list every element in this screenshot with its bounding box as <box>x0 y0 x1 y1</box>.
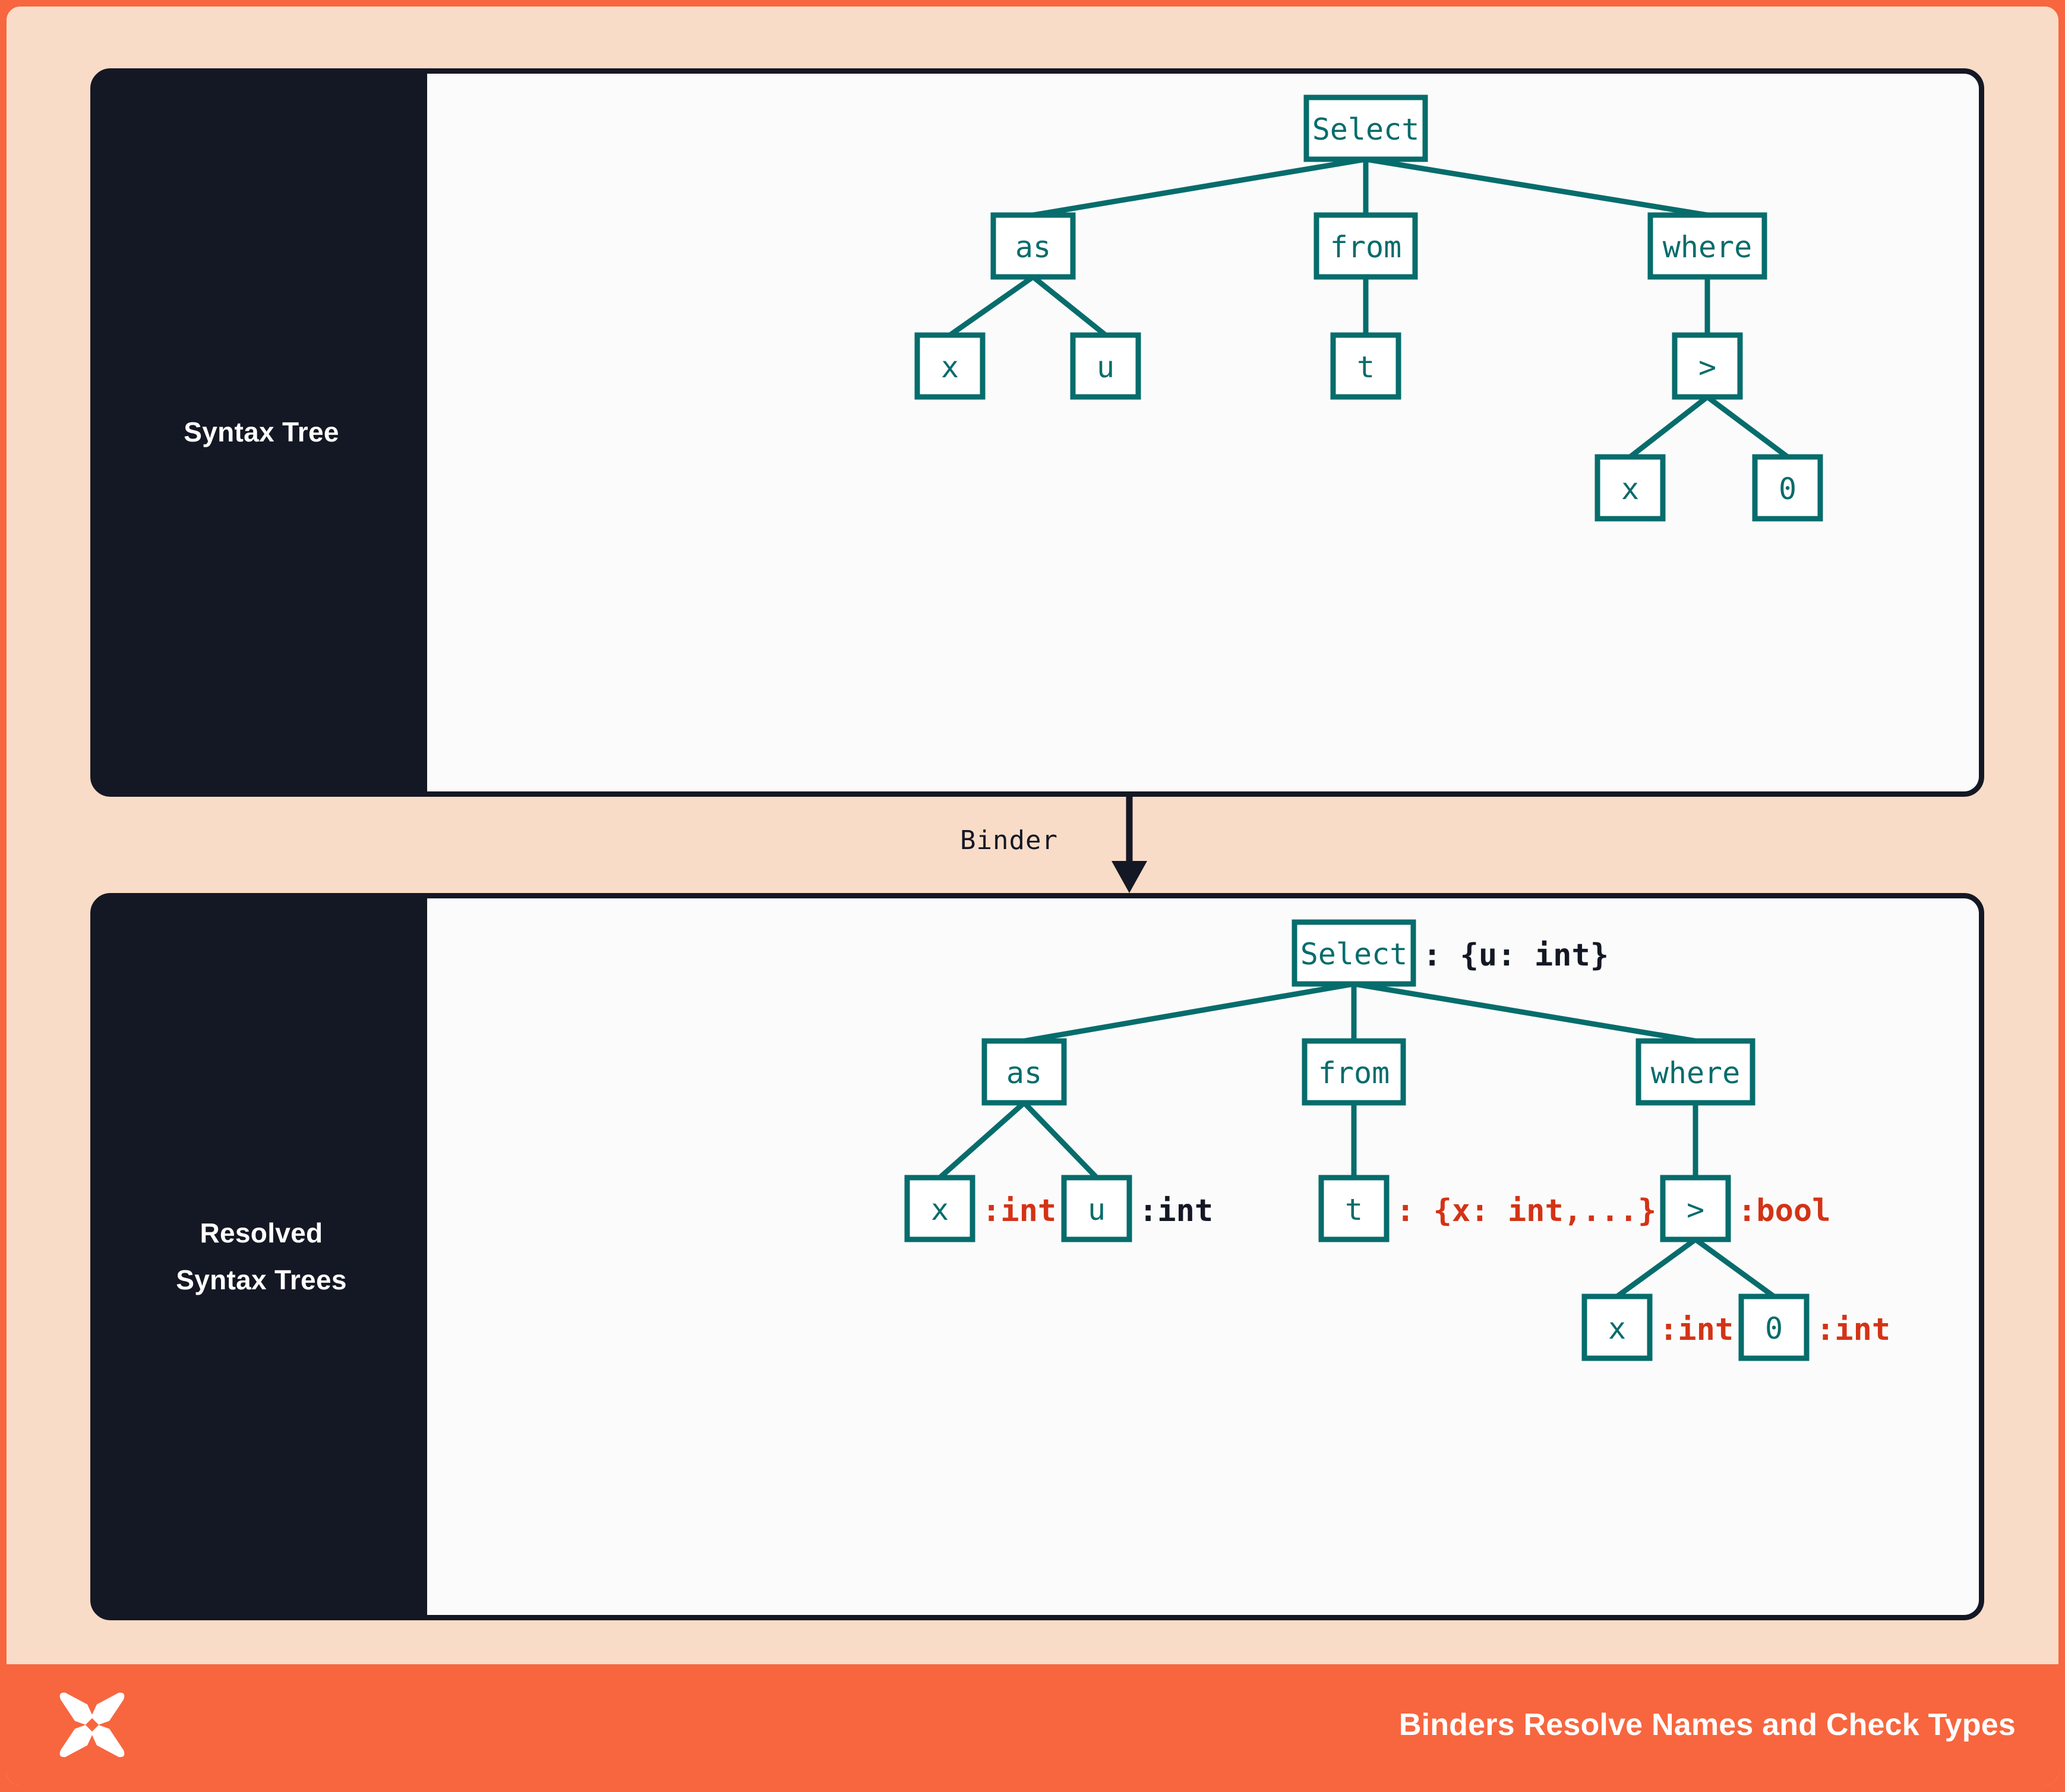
tree-node-x2[interactable]: x <box>1594 454 1666 522</box>
tree-edge-select-where <box>1365 156 1708 218</box>
tree-node-box-where <box>1647 212 1767 280</box>
panel-resolved-label-line-2: Syntax Trees <box>176 1264 347 1295</box>
footer-bar: Binders Resolve Names and Check Types <box>7 1664 2058 1785</box>
tree-node-where[interactable]: where <box>1635 1038 1755 1106</box>
tree-node-select[interactable]: Select : {u: int} <box>1292 919 1609 987</box>
tree-node-zero1[interactable]: 0 :int <box>1738 1293 1890 1361</box>
tree-node-as[interactable]: as <box>990 212 1076 280</box>
tree-node-label-select: Select <box>1300 937 1408 971</box>
tree-node-where[interactable]: where <box>1647 212 1767 280</box>
syntax-tree-canvas: Select as from where x u t > x 0 <box>427 74 1979 791</box>
tree-node-label-x2: x <box>1621 472 1639 506</box>
tree-node-annotation-zero1: :int <box>1816 1312 1890 1348</box>
tree-node-annotation-gt1: :bool <box>1738 1193 1831 1229</box>
tree-node-box-x1 <box>904 1175 975 1242</box>
tree-edge-gt1-x2 <box>1628 395 1709 459</box>
binder-transition: Binder <box>868 797 1284 893</box>
tree-node-annotation-x2: :int <box>1659 1312 1734 1348</box>
tree-node-gt1[interactable]: > <box>1672 332 1743 400</box>
tree-node-label-x1: x <box>931 1192 949 1227</box>
resolved-syntax-tree-canvas: Select : {u: int} as from where x :int u :int t : … <box>427 898 1979 1615</box>
tree-node-x1[interactable]: x <box>914 332 986 400</box>
tree-node-t1[interactable]: t : {x: int,...} <box>1318 1175 1656 1242</box>
tree-node-zero1[interactable]: 0 <box>1752 454 1823 522</box>
tree-node-as[interactable]: as <box>981 1038 1067 1106</box>
tree-edge-as-u1 <box>1031 275 1107 337</box>
butterfly-x-logo-icon <box>59 1692 125 1758</box>
tree-node-box-u1 <box>1070 332 1141 400</box>
panel-syntax-tree: Syntax Tree Select as from where x u t > x 0 <box>90 68 1984 797</box>
tree-node-label-from: from <box>1318 1056 1390 1090</box>
tree-node-gt1[interactable]: > :bool <box>1660 1175 1831 1242</box>
tree-node-label-where: where <box>1651 1056 1741 1090</box>
resolved-syntax-tree-graphic: Select : {u: int} as from where x :int u :int t : … <box>904 919 1890 1361</box>
tree-node-label-from: from <box>1330 230 1401 264</box>
tree-node-box-where <box>1635 1038 1755 1106</box>
tree-node-select[interactable]: Select <box>1303 94 1428 162</box>
tree-node-x1[interactable]: x :int <box>904 1175 1056 1242</box>
tree-edge-gt1-zero1 <box>1694 1237 1776 1299</box>
tree-node-box-x1 <box>914 332 986 400</box>
tree-node-label-zero1: 0 <box>1765 1311 1783 1346</box>
tree-node-box-t1 <box>1330 332 1401 400</box>
tree-node-box-from <box>1302 1038 1406 1106</box>
tree-node-label-u1: u <box>1097 350 1114 384</box>
panel-resolved-syntax-trees: Resolved Syntax Trees Select : {u: int} as… <box>90 893 1984 1620</box>
tree-node-label-u1: u <box>1088 1192 1106 1227</box>
tree-node-from[interactable]: from <box>1313 212 1418 280</box>
tree-node-box-x2 <box>1594 454 1666 522</box>
tree-node-box-as <box>981 1038 1067 1106</box>
tree-node-x2[interactable]: x :int <box>1581 1293 1734 1361</box>
binder-arrow-icon <box>1112 797 1147 893</box>
tree-node-box-gt1 <box>1660 1175 1731 1242</box>
tree-node-label-where: where <box>1663 230 1753 264</box>
tree-node-label-gt1: > <box>1687 1192 1704 1227</box>
tree-node-annotation-select: : {u: int} <box>1423 938 1609 973</box>
panel-resolved-label-line-1: Resolved <box>200 1217 323 1248</box>
tree-edge-gt1-x2 <box>1615 1237 1697 1299</box>
tree-node-box-from <box>1313 212 1418 280</box>
panel-syntax-tree-label: Syntax Tree <box>96 74 427 791</box>
tree-edge-select-where <box>1353 981 1696 1044</box>
tree-edge-as-x1 <box>948 275 1035 337</box>
tree-node-annotation-x1: :int <box>982 1193 1056 1229</box>
tree-node-box-gt1 <box>1672 332 1743 400</box>
panel-syntax-tree-label-text: Syntax Tree <box>184 417 339 448</box>
tree-node-label-as: as <box>1006 1056 1042 1090</box>
tree-node-label-as: as <box>1015 230 1051 264</box>
tree-node-box-zero1 <box>1752 454 1823 522</box>
syntax-tree-graphic: Select as from where x u t > x 0 <box>914 94 1823 522</box>
panel-resolved-syntax-trees-label: Resolved Syntax Trees <box>96 898 427 1615</box>
footer-title: Binders Resolve Names and Check Types <box>1398 1708 2016 1742</box>
tree-edge-as-u1 <box>1022 1100 1099 1180</box>
tree-node-from[interactable]: from <box>1302 1038 1406 1106</box>
tree-node-label-t1: t <box>1357 350 1375 384</box>
tree-node-box-zero1 <box>1738 1293 1810 1361</box>
tree-edge-select-as <box>1024 981 1354 1044</box>
tree-edges <box>938 981 1776 1299</box>
tree-edges <box>948 156 1789 459</box>
tree-node-label-x2: x <box>1608 1311 1626 1346</box>
tree-node-t1[interactable]: t <box>1330 332 1401 400</box>
tree-node-annotation-u1: :int <box>1139 1193 1213 1229</box>
tree-node-label-zero1: 0 <box>1779 472 1796 506</box>
tree-node-u1[interactable]: u :int <box>1061 1175 1213 1242</box>
tree-node-box-as <box>990 212 1076 280</box>
tree-node-label-t1: t <box>1345 1192 1363 1227</box>
binder-label: Binder <box>960 825 1058 856</box>
tree-node-label-select: Select <box>1312 112 1420 147</box>
tree-edge-as-x1 <box>938 1100 1026 1180</box>
tree-node-box-select <box>1303 94 1428 162</box>
tree-edge-gt1-zero1 <box>1706 395 1789 459</box>
tree-node-label-x1: x <box>941 350 959 384</box>
tree-node-label-gt1: > <box>1698 350 1716 384</box>
tree-node-box-u1 <box>1061 1175 1132 1242</box>
tree-edge-select-as <box>1032 156 1366 218</box>
tree-node-box-t1 <box>1318 1175 1390 1242</box>
tree-node-box-select <box>1292 919 1416 987</box>
tree-node-u1[interactable]: u <box>1070 332 1141 400</box>
tree-node-box-x2 <box>1581 1293 1653 1361</box>
tree-node-annotation-t1: : {x: int,...} <box>1396 1193 1656 1229</box>
